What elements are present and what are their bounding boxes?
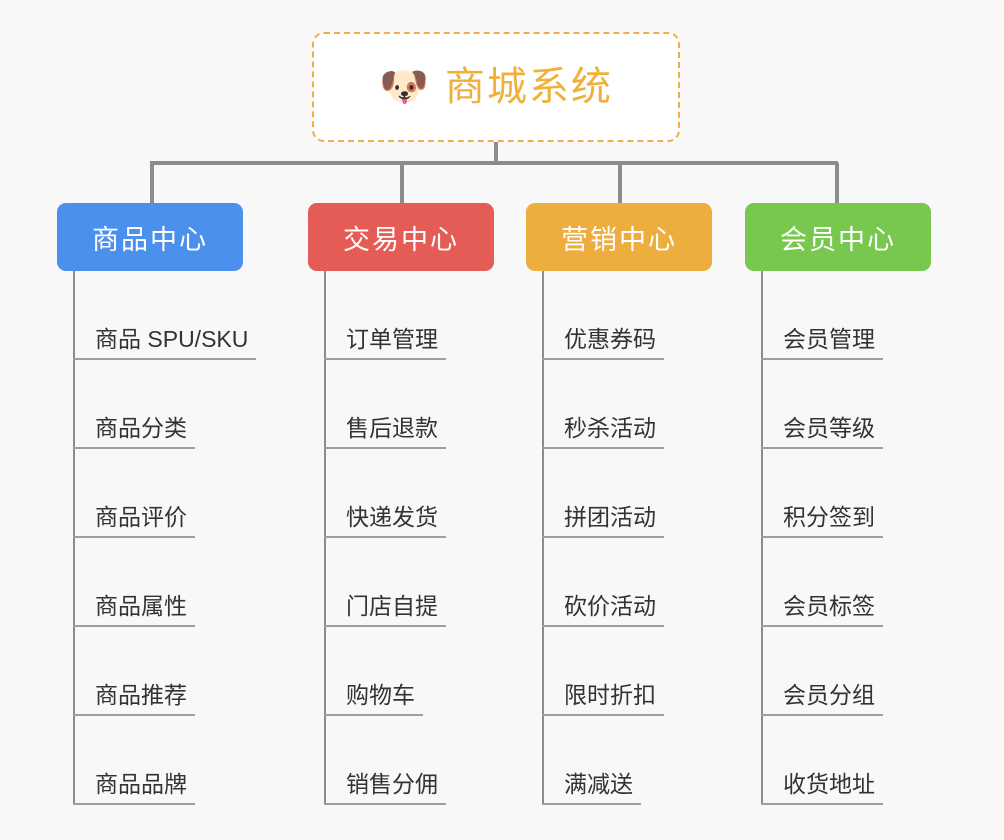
branch-spine: [324, 271, 326, 805]
leaf-item[interactable]: 门店自提: [308, 538, 494, 627]
leaf-item-label: 商品评价: [73, 504, 195, 538]
leaf-item-label: 积分签到: [761, 504, 883, 538]
leaf-item[interactable]: 会员等级: [745, 360, 931, 449]
leaf-item-label: 秒杀活动: [542, 415, 664, 449]
leaf-item-label: 砍价活动: [542, 593, 664, 627]
leaf-item-label: 快递发货: [324, 504, 446, 538]
branch-spine: [73, 271, 75, 805]
branch-spine: [542, 271, 544, 805]
category-box-member-center[interactable]: 会员中心: [745, 203, 931, 271]
leaf-list-marketing-center: 优惠券码秒杀活动拼团活动砍价活动限时折扣满减送: [526, 271, 712, 805]
leaf-item-label: 商品 SPU/SKU: [73, 326, 257, 360]
leaf-item[interactable]: 快递发货: [308, 449, 494, 538]
root-node-title: 商城系统: [444, 65, 613, 109]
category-box-marketing-center[interactable]: 营销中心: [526, 203, 712, 271]
leaf-item-label: 商品属性: [73, 593, 195, 627]
category-label: 交易中心: [343, 224, 459, 255]
leaf-item-label: 优惠券码: [542, 326, 664, 360]
leaf-item[interactable]: 拼团活动: [526, 449, 712, 538]
leaf-item[interactable]: 购物车: [308, 627, 494, 716]
category-label: 商品中心: [92, 224, 208, 255]
branch-column-member-center: 会员中心会员管理会员等级积分签到会员标签会员分组收货地址: [745, 203, 931, 805]
leaf-item[interactable]: 商品品牌: [57, 716, 243, 805]
leaf-item[interactable]: 销售分佣: [308, 716, 494, 805]
leaf-item-label: 会员分组: [761, 682, 883, 716]
leaf-item[interactable]: 砍价活动: [526, 538, 712, 627]
leaf-list-trade-center: 订单管理售后退款快递发货门店自提购物车销售分佣: [308, 271, 494, 805]
leaf-item-label: 商品分类: [73, 415, 195, 449]
leaf-list-member-center: 会员管理会员等级积分签到会员标签会员分组收货地址: [745, 271, 931, 805]
leaf-item[interactable]: 优惠券码: [526, 271, 712, 360]
leaf-item[interactable]: 商品推荐: [57, 627, 243, 716]
leaf-item-label: 售后退款: [324, 415, 446, 449]
leaf-item-label: 限时折扣: [542, 682, 664, 716]
branch-column-marketing-center: 营销中心优惠券码秒杀活动拼团活动砍价活动限时折扣满减送: [526, 203, 712, 805]
leaf-item[interactable]: 会员标签: [745, 538, 931, 627]
root-node-shop-system[interactable]: 🐶 商城系统: [312, 32, 680, 142]
leaf-item[interactable]: 积分签到: [745, 449, 931, 538]
leaf-item-label: 会员标签: [761, 593, 883, 627]
leaf-item[interactable]: 订单管理: [308, 271, 494, 360]
leaf-item-label: 会员管理: [761, 326, 883, 360]
leaf-item-label: 门店自提: [324, 593, 446, 627]
branch-column-product-center: 商品中心商品 SPU/SKU 商品分类商品评价商品属性商品推荐商品品牌: [57, 203, 257, 805]
leaf-list-product-center: 商品 SPU/SKU 商品分类商品评价商品属性商品推荐商品品牌: [57, 271, 257, 805]
category-label: 会员中心: [780, 224, 896, 255]
leaf-item[interactable]: 会员分组: [745, 627, 931, 716]
shiba-dog-face-icon: 🐶: [379, 65, 429, 109]
leaf-item-label: 商品推荐: [73, 682, 195, 716]
leaf-item[interactable]: 收货地址: [745, 716, 931, 805]
category-box-trade-center[interactable]: 交易中心: [308, 203, 494, 271]
category-box-product-center[interactable]: 商品中心: [57, 203, 243, 271]
leaf-item-label: 满减送: [542, 771, 641, 805]
leaf-item-label: 会员等级: [761, 415, 883, 449]
leaf-item[interactable]: 会员管理: [745, 271, 931, 360]
leaf-item-label: 销售分佣: [324, 771, 446, 805]
leaf-item[interactable]: 商品评价: [57, 449, 243, 538]
leaf-item[interactable]: 满减送: [526, 716, 712, 805]
leaf-item[interactable]: 秒杀活动: [526, 360, 712, 449]
leaf-item-label: 拼团活动: [542, 504, 664, 538]
leaf-item-label: 购物车: [324, 682, 423, 716]
category-label: 营销中心: [561, 224, 677, 255]
leaf-item-label: 订单管理: [324, 326, 446, 360]
leaf-item-label: 收货地址: [761, 771, 883, 805]
branch-column-trade-center: 交易中心订单管理售后退款快递发货门店自提购物车销售分佣: [308, 203, 494, 805]
branch-spine: [761, 271, 763, 805]
leaf-item-label: 商品品牌: [73, 771, 195, 805]
leaf-item[interactable]: 商品分类: [57, 360, 243, 449]
leaf-item[interactable]: 限时折扣: [526, 627, 712, 716]
leaf-item[interactable]: 商品 SPU/SKU: [57, 271, 257, 360]
leaf-item[interactable]: 售后退款: [308, 360, 494, 449]
leaf-item[interactable]: 商品属性: [57, 538, 243, 627]
